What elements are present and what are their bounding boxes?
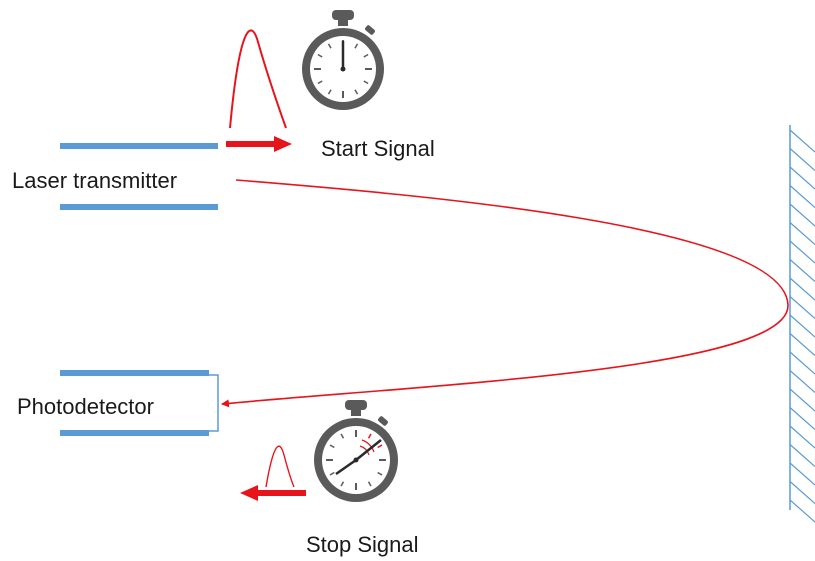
detector-window (209, 374, 219, 432)
wall-hatch-line (789, 388, 815, 412)
wall-hatch-line (789, 444, 815, 467)
wall-hatch-line (789, 425, 815, 449)
wall-hatch-line (789, 203, 815, 227)
wall-hatch-line (789, 166, 815, 190)
wall-hatch-line (789, 222, 815, 245)
wall-hatch-line (789, 296, 815, 319)
reflective-wall-icon (789, 125, 815, 523)
wall-hatch-line (789, 185, 815, 208)
wall-hatch-line (789, 259, 815, 282)
photodetector-label: Photodetector (17, 394, 154, 419)
wall-hatch-line (789, 462, 815, 486)
stop-arrow-head-icon (240, 485, 258, 501)
wall-hatch-line (789, 499, 815, 523)
start-pulse-icon (229, 29, 287, 129)
wall-hatch-line (789, 407, 815, 430)
wall-hatch-line (789, 333, 815, 356)
start-signal-label: Start Signal (321, 136, 435, 161)
wall-hatch-line (789, 129, 815, 153)
stop-signal-label: Stop Signal (306, 532, 419, 557)
stop-stopwatch-icon (314, 400, 398, 502)
wall-hatch-line (789, 240, 815, 264)
start-stopwatch-icon (302, 10, 384, 110)
wall-hatch-line (789, 314, 815, 338)
wall-hatch-line (789, 277, 815, 301)
wall-hatch-line (789, 351, 815, 375)
photodetector-housing (60, 370, 219, 436)
wall-hatch-line (789, 481, 815, 504)
start-arrow-head-icon (274, 136, 292, 152)
transmitter-plates (60, 143, 218, 210)
laser-beam-path (221, 179, 789, 408)
wall-hatch-line (789, 148, 815, 171)
laser-transmitter-label: Laser transmitter (12, 168, 178, 193)
wall-hatch-line (789, 370, 815, 393)
stop-pulse-icon (265, 445, 295, 488)
